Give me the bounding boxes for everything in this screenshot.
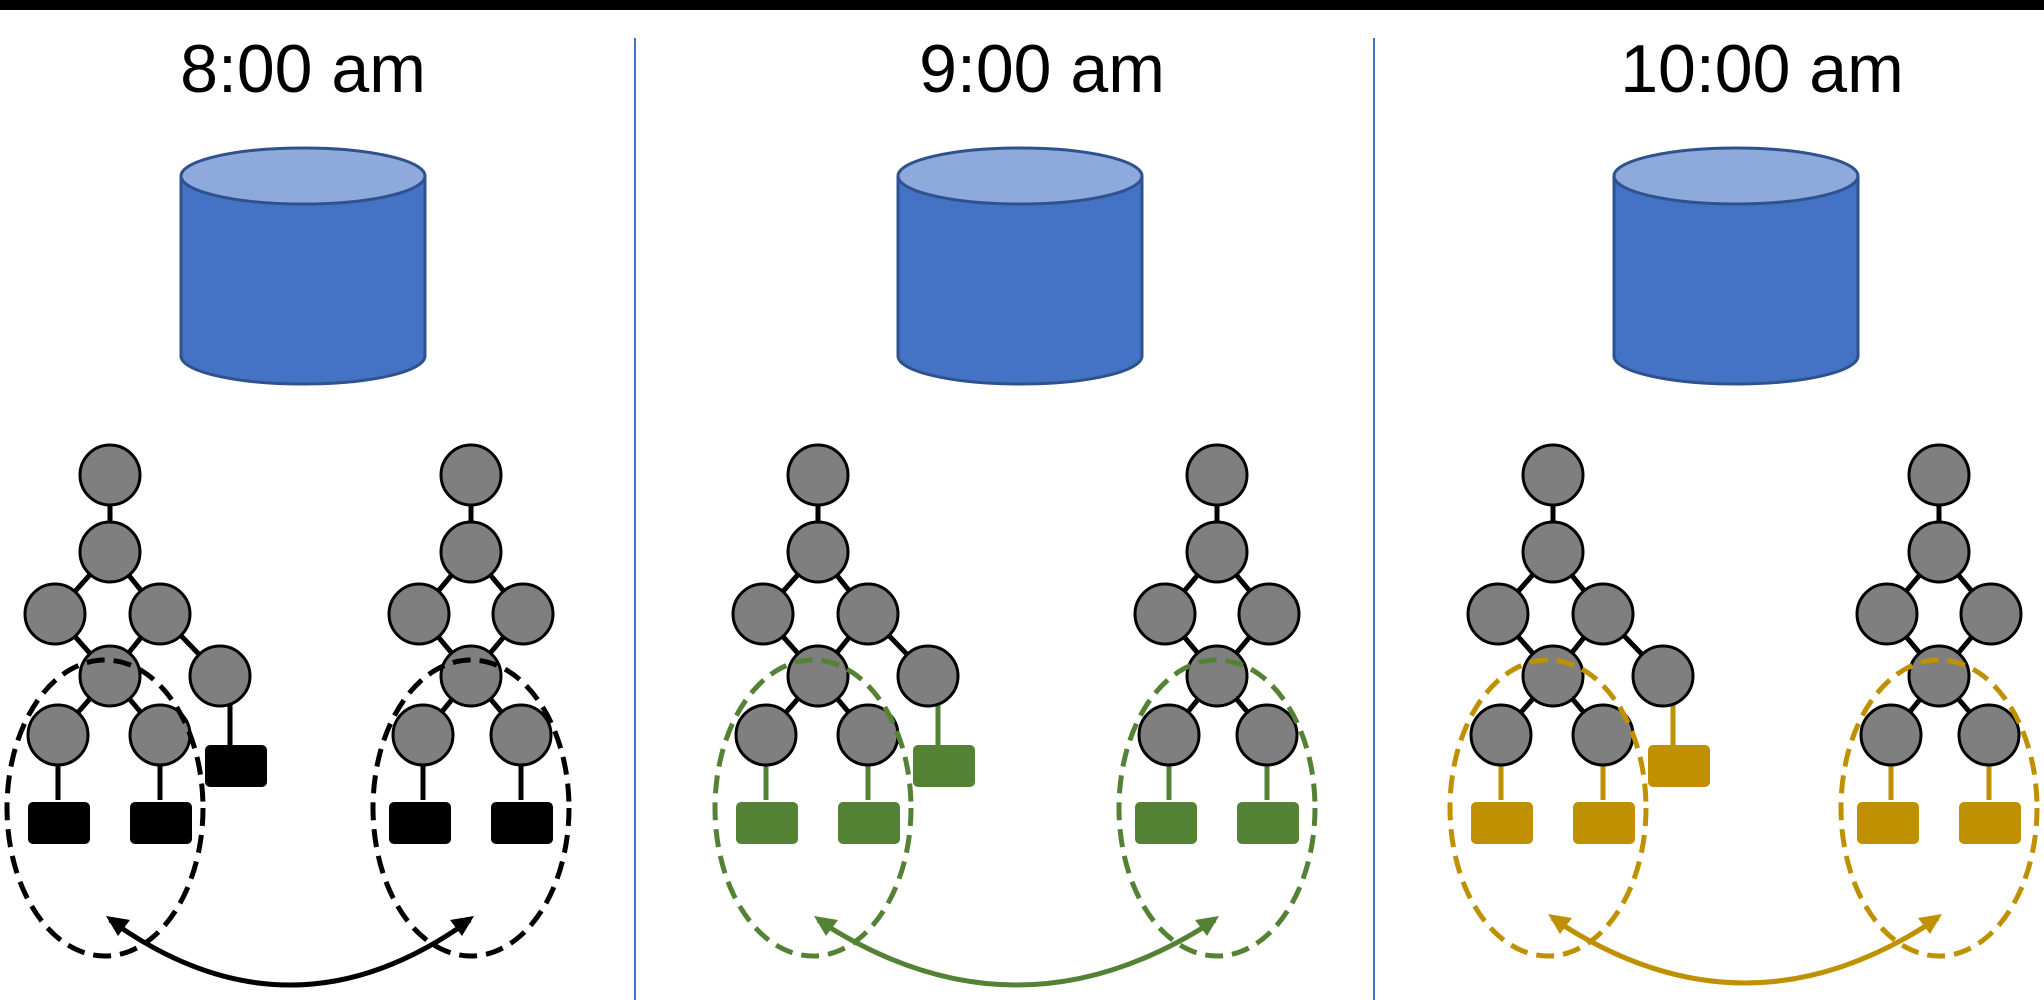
panel-1-tree-b-leaf-rect xyxy=(491,802,553,844)
panel-3-tree-a-node xyxy=(1631,644,1695,708)
panel-3-arrowhead-right xyxy=(1918,914,1942,934)
panel-2-tree-a-leaf-rect xyxy=(736,802,798,844)
panel-1-tree-b-node xyxy=(489,703,553,767)
panel-2-tree-b-node xyxy=(1133,582,1197,646)
panel-1-tree-b-node xyxy=(387,582,451,646)
panel-2-tree-a-node xyxy=(836,582,900,646)
panel-2-tree-b-cluster-ellipse xyxy=(1116,657,1318,959)
panel-2-link-arrow xyxy=(816,917,1217,988)
panel-3-tree-a-leaf-rect xyxy=(1573,802,1635,844)
panel-3-tree-a-leaf-rect xyxy=(1471,802,1533,844)
panels-layer xyxy=(4,146,2040,988)
panel-2-arrowhead-left xyxy=(814,916,838,936)
panel-3-tree-b-leaf-rect xyxy=(1959,802,2021,844)
panel-2-tree-a-cluster-ellipse xyxy=(712,657,914,959)
panel-3 xyxy=(1447,146,2040,986)
panel-3-tree-b-node xyxy=(1907,644,1971,708)
panel-3-time-label: 10:00 am xyxy=(1620,31,1904,107)
panel-1-tree-a-leaf-rect xyxy=(130,802,192,844)
top-border xyxy=(0,0,2044,10)
panel-2-tree-b-node xyxy=(1185,644,1249,708)
database-top xyxy=(896,146,1144,206)
panel-1-tree-a-node xyxy=(78,520,142,584)
panel-3-tree-a-node xyxy=(1521,644,1585,708)
panel-3-tree-b-node xyxy=(1959,582,2023,646)
panel-1-arrowhead-right xyxy=(450,916,474,936)
panel-3-tree-a-node xyxy=(1521,520,1585,584)
panel-1-tree-b-node xyxy=(391,703,455,767)
panel-1-time-label: 8:00 am xyxy=(180,31,426,107)
panel-1-tree-b-node xyxy=(491,582,555,646)
panel-1-tree-a-node xyxy=(78,443,142,507)
panel-2-tree-a-node xyxy=(734,703,798,767)
database-top xyxy=(179,146,427,206)
panel-2-tree-a-node xyxy=(896,644,960,708)
panel-1-tree-b-node xyxy=(439,644,503,708)
panel-3-arrowhead-left xyxy=(1548,914,1572,934)
panel-2-tree-b-leaf-rect xyxy=(1237,802,1299,844)
panel-1-tree-a-cluster-ellipse xyxy=(4,657,206,959)
panel-1-tree-a-node xyxy=(78,644,142,708)
panel-1-tree-b-cluster-ellipse xyxy=(370,657,572,959)
panel-3-tree-a-node xyxy=(1466,582,1530,646)
panel-2 xyxy=(712,146,1318,988)
panel-2-tree-b-node xyxy=(1137,703,1201,767)
database-cylinder-icon xyxy=(1612,146,1860,386)
panel-2-tree-b-node xyxy=(1237,582,1301,646)
panel-1-tree-b-leaf-rect xyxy=(389,802,451,844)
panel-1-arrowhead-left xyxy=(106,916,130,936)
panel-2-tree-b-node xyxy=(1235,703,1299,767)
panel-1-tree-a-node xyxy=(26,703,90,767)
panel-1-tree-b-node xyxy=(439,520,503,584)
panel-3-tree-a-node xyxy=(1571,582,1635,646)
panel-1-tree-a-leaf-rect xyxy=(205,745,267,787)
panel-3-link-arrow xyxy=(1550,915,1940,986)
panel-3-tree-b-leaf-rect xyxy=(1857,802,1919,844)
database-body xyxy=(179,176,427,386)
database-cylinder-icon xyxy=(896,146,1144,386)
panel-2-tree-b-leaf-rect xyxy=(1135,802,1197,844)
database-body xyxy=(1612,176,1860,386)
panel-2-tree-a-leaf-rect xyxy=(913,745,975,787)
panel-1-tree-a-node xyxy=(128,582,192,646)
panel-2-time-label: 9:00 am xyxy=(919,31,1165,107)
panel-3-tree-b-node xyxy=(1855,582,1919,646)
database-cylinder-icon xyxy=(179,146,427,386)
panel-2-tree-a-node xyxy=(731,582,795,646)
panel-1-tree-b-node xyxy=(439,443,503,507)
panel-2-tree-a-leaf-rect xyxy=(838,802,900,844)
panel-3-tree-b-node xyxy=(1907,443,1971,507)
panel-1-tree-a-node xyxy=(23,582,87,646)
panel-1-tree-a-leaf-rect xyxy=(28,802,90,844)
panel-3-tree-a-node xyxy=(1521,443,1585,507)
panel-3-tree-a-cluster-ellipse xyxy=(1447,657,1649,959)
database-body xyxy=(896,176,1144,386)
database-top xyxy=(1612,146,1860,206)
panel-1 xyxy=(4,146,572,988)
panel-3-tree-b-node xyxy=(1859,703,1923,767)
panel-1-link-arrow xyxy=(108,917,472,988)
panel-3-tree-a-leaf-rect xyxy=(1648,745,1710,787)
panel-3-tree-b-cluster-ellipse xyxy=(1838,657,2040,959)
panel-3-tree-b-node xyxy=(1957,703,2021,767)
panel-2-tree-b-node xyxy=(1185,443,1249,507)
panel-3-tree-b-node xyxy=(1907,520,1971,584)
panel-2-tree-a-node xyxy=(786,644,850,708)
panel-2-tree-b-node xyxy=(1185,520,1249,584)
panel-2-arrowhead-right xyxy=(1195,916,1219,936)
panel-2-tree-a-node xyxy=(786,520,850,584)
panel-2-tree-a-node xyxy=(786,443,850,507)
panel-3-tree-a-node xyxy=(1469,703,1533,767)
panel-1-tree-a-node xyxy=(188,644,252,708)
